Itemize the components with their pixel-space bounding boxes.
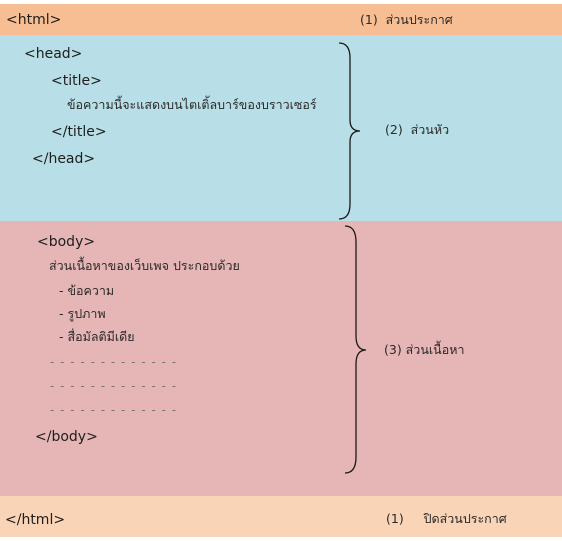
body-close-tag: </body> <box>35 429 98 445</box>
head-close-tag: </head> <box>32 151 96 167</box>
title-open-tag: <title> <box>51 73 102 89</box>
body-open-tag: <body> <box>37 234 96 250</box>
body-brace-icon <box>344 225 367 474</box>
title-close-tag: </title> <box>51 124 107 140</box>
body-section-label: (3) ส่วนเนื้อหา <box>384 342 465 357</box>
html-close-band <box>0 496 562 537</box>
head-section-label: (2) ส่วนหัว <box>385 122 450 137</box>
placeholder-dash-line: - - - - - - - - - - - - - <box>50 355 178 369</box>
html-open-tag: <html> <box>6 12 62 28</box>
head-brace-icon <box>338 42 361 220</box>
list-item: - รูปภาพ <box>59 306 106 321</box>
body-intro-text: ส่วนเนื้อหาของเว็บเพจ ประกอบด้วย <box>49 258 240 273</box>
body-section-band <box>0 221 562 496</box>
title-text: ข้อความนี้จะแสดงบนไตเติ้ลบาร์ของบราวเซอร… <box>67 97 317 112</box>
head-section-band <box>0 35 562 221</box>
closing-declaration-label: (1) ปิดส่วนประกาศ <box>386 511 507 526</box>
placeholder-dash-line: - - - - - - - - - - - - - <box>50 379 178 393</box>
html-close-tag: </html> <box>5 512 66 528</box>
list-item: - สื่อมัลติมีเดีย <box>59 329 135 344</box>
html-open-band <box>0 4 562 35</box>
placeholder-dash-line: - - - - - - - - - - - - - <box>50 403 178 417</box>
list-item: - ข้อความ <box>59 283 115 298</box>
declaration-label: (1) ส่วนประกาศ <box>360 12 453 27</box>
head-open-tag: <head> <box>24 46 83 62</box>
